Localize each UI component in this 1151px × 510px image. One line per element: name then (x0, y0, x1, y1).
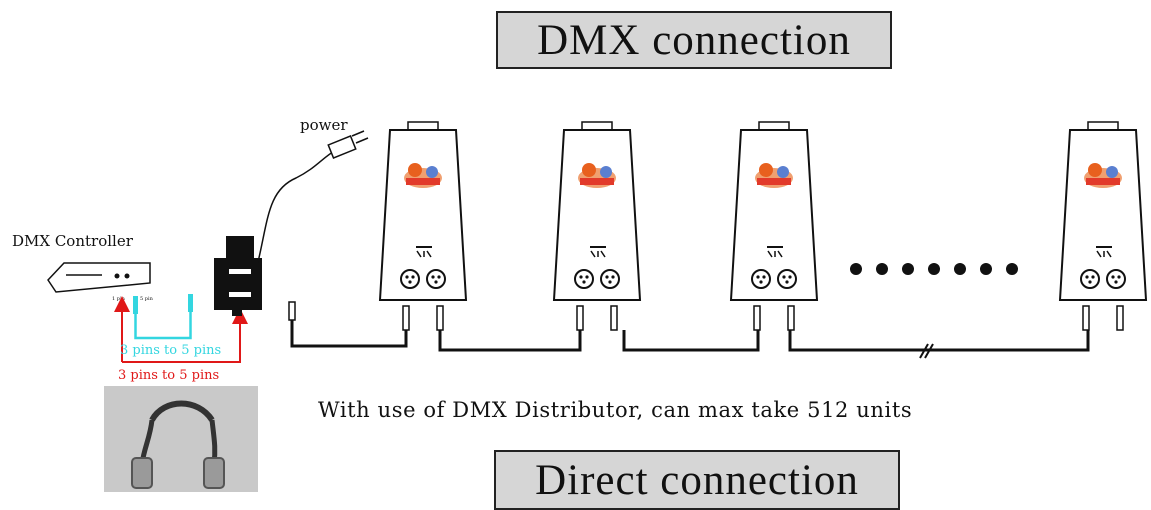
dmx-controller-icon (47, 262, 151, 293)
cyan-cable-label: 3 pins to 5 pins (120, 343, 222, 358)
direct-connection-title: Direct connection (494, 450, 900, 510)
more-fixtures-dots (850, 263, 1018, 275)
xlr-connector-icon (400, 269, 420, 289)
dmx-controller-label: DMX Controller (12, 232, 133, 250)
dmx-diagram: 1 pin 5 pin (47, 121, 1148, 363)
controller-port-label-1: 1 pin (112, 296, 126, 302)
stage-fixture-icon (729, 121, 819, 331)
cable-plug-icon (1116, 305, 1124, 331)
xlr-connector-icon (1106, 269, 1126, 289)
fixture-logo-icon (578, 163, 616, 188)
cyan-cable (133, 294, 193, 340)
cable-plug-icon (436, 305, 444, 331)
xlr-connector-icon (1080, 269, 1100, 289)
cable-plug-icon (787, 305, 795, 331)
cable-plug-icon (576, 305, 584, 331)
fixture-logo-icon (404, 163, 442, 188)
cable-plug-icon (402, 305, 410, 331)
cable-plug-icon (1082, 305, 1090, 331)
dmx-distributor-icon (214, 236, 262, 316)
fixture-group (378, 121, 1148, 331)
xlr-connector-icon (600, 269, 620, 289)
red-cable-label: 3 pins to 5 pins (118, 368, 220, 383)
xlr-connector-icon (426, 269, 446, 289)
stage-fixture-icon (552, 121, 642, 331)
cable-plug-icon (753, 305, 761, 331)
input-cable (288, 301, 408, 348)
fixture-logo-icon (1084, 163, 1122, 188)
power-plug-icon (257, 130, 369, 263)
xlr-connector-icon (751, 269, 771, 289)
stage-fixture-icon (1058, 121, 1148, 331)
daisy-chain-cables (438, 330, 1090, 359)
dmx-connection-title: DMX connection (496, 11, 892, 69)
red-arrows (114, 296, 248, 363)
cable-plug-icon (610, 305, 618, 331)
xlr-connector-icon (574, 269, 594, 289)
xlr-connector-icon (777, 269, 797, 289)
controller-port-label-2: 5 pin (140, 296, 154, 302)
adapter-cable-photo (104, 386, 258, 492)
power-label: power (300, 116, 348, 134)
stage-fixture-icon (378, 121, 468, 331)
fixture-logo-icon (755, 163, 793, 188)
distributor-caption: With use of DMX Distributor, can max tak… (318, 398, 913, 422)
